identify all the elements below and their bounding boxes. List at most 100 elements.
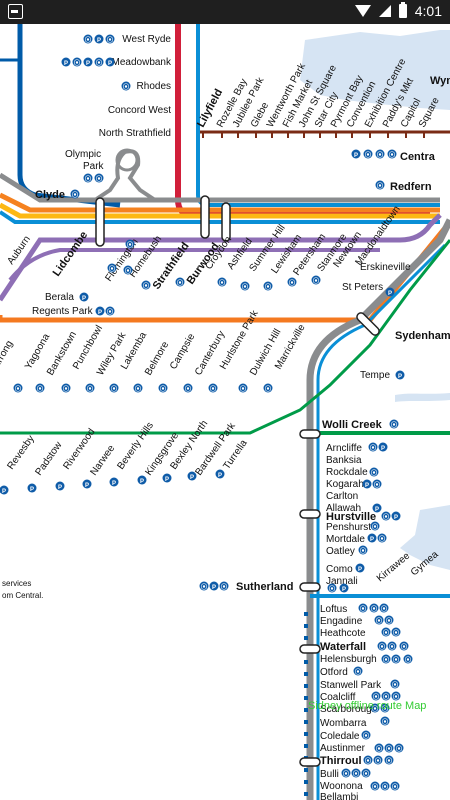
station-north-strathfield[interactable]: North Strathfield	[99, 128, 171, 139]
facility-icon-glyph: P	[108, 61, 112, 67]
facility-icon-glyph: ⦿	[343, 770, 349, 778]
station-mortdale[interactable]: Mortdale	[326, 534, 365, 545]
station-coalcliff[interactable]: Coalcliff	[320, 692, 356, 703]
light-rail-ticks	[202, 132, 425, 138]
facility-icon-glyph: P	[86, 61, 90, 67]
station-jannali[interactable]: Jannali	[326, 576, 358, 587]
station-campsie[interactable]: Campsie	[168, 331, 197, 371]
facility-icon-glyph: P	[64, 61, 68, 67]
station-wombarra[interactable]: Wombarra	[320, 718, 367, 729]
station-kogarah[interactable]: Kogarah	[326, 479, 364, 490]
station-revesby[interactable]: Revesby	[5, 434, 36, 472]
facility-icon-glyph: ⦿	[401, 643, 407, 651]
note-central[interactable]: om Central.	[2, 591, 43, 600]
station-wolli-creek[interactable]: Wolli Creek	[322, 419, 383, 431]
station-marrickville[interactable]: Marrickville	[273, 322, 308, 371]
station-west-ryde[interactable]: West Ryde	[122, 34, 171, 45]
facility-icon	[27, 483, 37, 493]
station-carlton[interactable]: Carlton	[326, 491, 358, 502]
facility-icon	[121, 81, 131, 91]
station-belmore[interactable]: Belmore	[143, 339, 171, 377]
station-padstow[interactable]: Padstow	[33, 439, 64, 477]
station-rockdale[interactable]: Rockdale	[326, 467, 368, 478]
facility-icon-glyph: P	[342, 587, 346, 593]
facility-icon-glyph: ⦿	[376, 745, 382, 753]
facility-icon	[380, 781, 390, 791]
facility-icon	[369, 467, 379, 477]
station-meadowbank[interactable]: Meadowbank	[112, 57, 172, 68]
station-berala[interactable]: Berala	[45, 292, 74, 303]
facility-icon	[199, 581, 209, 591]
station-tempe[interactable]: Tempe	[360, 370, 390, 381]
station-arncliffe[interactable]: Arncliffe	[326, 443, 362, 454]
station-sutherland[interactable]: Sutherland	[236, 581, 293, 593]
line-t5-purple	[0, 213, 442, 302]
station-coledale[interactable]: Coledale	[320, 731, 360, 742]
facility-icon	[341, 768, 351, 778]
station-austinmer[interactable]: Austinmer	[320, 743, 366, 754]
station-olympic-park-2[interactable]: Park	[83, 161, 105, 172]
station-concord-west[interactable]: Concord West	[108, 105, 171, 116]
station-thirroul[interactable]: Thirroul	[320, 755, 362, 767]
station-oatley[interactable]: Oatley	[326, 546, 355, 557]
facility-icon-glyph: ⦿	[381, 605, 387, 613]
station-heathcote[interactable]: Heathcote	[320, 628, 366, 639]
facility-icon-glyph: ⦿	[240, 385, 246, 393]
facility-icon	[263, 383, 273, 393]
station-st-peters[interactable]: St Peters	[342, 282, 383, 293]
station-penshurst[interactable]: Penshurst	[326, 522, 371, 533]
station-helensburgh[interactable]: Helensburgh	[320, 654, 377, 665]
station-lidcombe[interactable]: Lidcombe	[51, 229, 91, 278]
station-sydenham[interactable]: Sydenham	[395, 330, 450, 342]
station-bellambi[interactable]: Bellambi	[320, 792, 358, 800]
station-canterbury[interactable]: Canterbury	[193, 329, 227, 377]
facility-icon	[384, 743, 394, 753]
station-narwee[interactable]: Narwee	[88, 443, 117, 478]
station-redfern[interactable]: Redfern	[390, 181, 432, 193]
station-clyde[interactable]: Clyde	[35, 189, 65, 201]
station-bulli[interactable]: Bulli	[320, 769, 339, 780]
facility-icon-glyph: ⦿	[386, 617, 392, 625]
station-allawah[interactable]: Allawah	[326, 503, 361, 514]
station-hurstville[interactable]: Hurstville	[326, 511, 376, 523]
facility-icon-glyph: ⦿	[185, 385, 191, 393]
facility-icon	[391, 691, 401, 701]
facility-icon-glyph: ⦿	[111, 385, 117, 393]
facility-icon-glyph: ⦿	[201, 583, 207, 591]
station-regents-park[interactable]: Regents Park	[32, 306, 94, 317]
station-partial[interactable]: irrong	[0, 339, 15, 367]
facility-icon	[107, 263, 117, 273]
station-waterfall[interactable]: Waterfall	[320, 641, 366, 653]
station-scarborough[interactable]: Scarborough	[320, 704, 377, 715]
facility-icon	[82, 479, 92, 489]
facility-icon	[327, 583, 337, 593]
facility-icon	[109, 477, 119, 487]
facility-icon	[351, 768, 361, 778]
facility-icon-glyph: ⦿	[96, 175, 102, 183]
station-banksia[interactable]: Banksia	[326, 455, 362, 466]
station-olympic-park[interactable]: Olympic	[65, 149, 101, 160]
station-erskineville[interactable]: Erskineville	[360, 262, 411, 273]
station-otford[interactable]: Otford	[320, 667, 348, 678]
line-olympic-park	[93, 149, 157, 202]
facility-icon-glyph: P	[98, 310, 102, 316]
facility-icon-glyph: ⦿	[389, 643, 395, 651]
station-stanwell-park[interactable]: Stanwell Park	[320, 680, 382, 691]
signal-icon	[378, 5, 391, 17]
station-engadine[interactable]: Engadine	[320, 616, 363, 627]
station-loftus[interactable]: Loftus	[320, 604, 347, 615]
station-kirrawee[interactable]: Kirrawee	[375, 550, 413, 584]
station-wynyard[interactable]: Wyn	[430, 75, 450, 87]
facility-icon	[361, 730, 371, 740]
station-como[interactable]: Como	[326, 564, 353, 575]
note-services[interactable]: services	[2, 579, 31, 588]
station-central[interactable]: Centra	[400, 151, 436, 163]
facility-icon	[105, 57, 115, 67]
facility-icon	[133, 383, 143, 393]
station-woonona[interactable]: Woonona	[320, 781, 363, 792]
station-rhodes[interactable]: Rhodes	[137, 81, 171, 92]
facility-icon	[390, 781, 400, 791]
facility-icon	[361, 768, 371, 778]
